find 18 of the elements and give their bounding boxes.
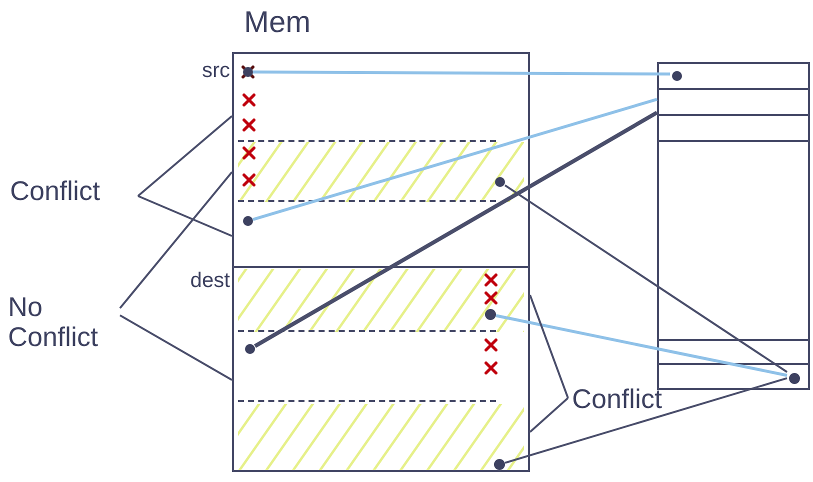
callout-text: No Conflict: [8, 292, 100, 352]
connector-line: [529, 294, 569, 398]
memory-heading: Mem: [244, 8, 311, 38]
connector-line: [119, 171, 233, 309]
cache-grid: [657, 62, 810, 390]
connector-line: [504, 184, 788, 373]
connector-line: [138, 195, 232, 237]
region-label: src: [201, 60, 230, 81]
connector-line: [496, 314, 788, 377]
callout-text: Conflict: [10, 176, 102, 206]
connector-line: [253, 70, 670, 76]
region-label: dest: [189, 270, 230, 291]
connector-line: [254, 110, 658, 348]
connector-line: [529, 397, 569, 433]
connector-line: [120, 314, 232, 381]
callout-text: Conflict: [572, 384, 664, 414]
connector-line: [252, 98, 658, 221]
connector-line: [137, 115, 233, 197]
